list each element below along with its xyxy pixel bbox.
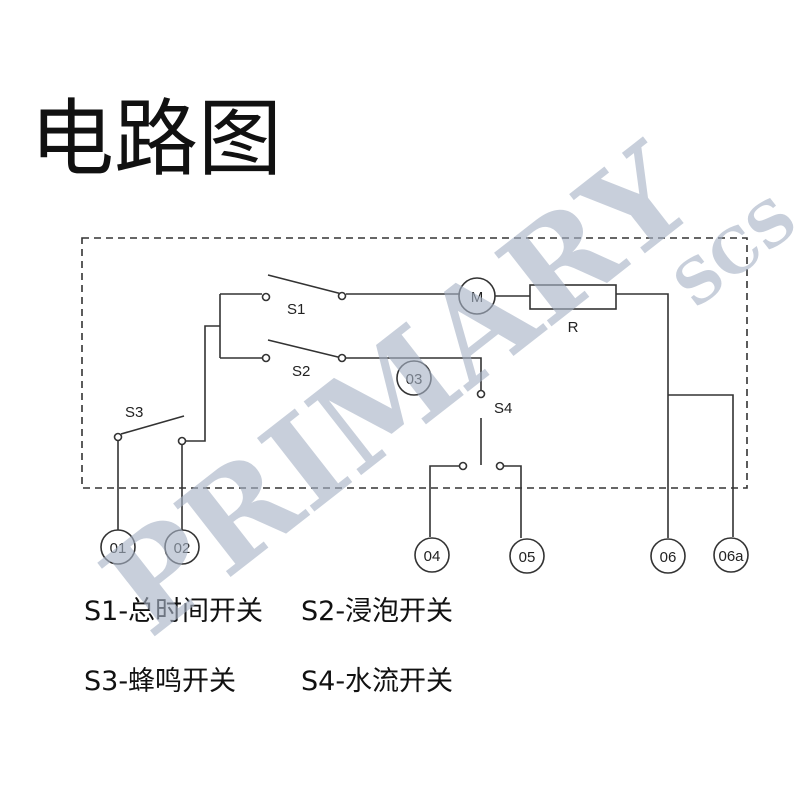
s2-contact-left	[261, 353, 271, 363]
terminal-06-label: 06	[660, 549, 677, 566]
s4-label: S4	[494, 400, 512, 417]
wires	[117, 293, 734, 538]
terminal-03-label: 03	[406, 371, 423, 388]
s2-contact-right	[337, 353, 347, 363]
legend-s4: S4-水流开关	[301, 666, 453, 697]
terminal-02-label: 02	[174, 540, 191, 557]
terminal-01-label: 01	[110, 540, 127, 557]
motor-label: M	[471, 289, 484, 306]
s4-contact-right	[495, 461, 505, 471]
s1-switch-blade	[267, 274, 343, 295]
s3-contact-left	[113, 432, 123, 442]
enclosure-boundary	[81, 237, 748, 489]
legend-s2: S2-浸泡开关	[301, 596, 453, 627]
terminal-04-label: 04	[424, 548, 441, 565]
legend-s1: S1-总时间开关	[84, 596, 263, 627]
s4-contact-left	[458, 461, 468, 471]
terminal-04	[414, 537, 450, 573]
terminal-02	[164, 529, 200, 565]
page-title: 电路图	[30, 90, 282, 188]
terminal-01	[100, 529, 136, 565]
s3-contact-right	[177, 436, 187, 446]
s1-contact-right	[337, 291, 347, 301]
motor-symbol	[458, 277, 496, 315]
resistor-label: R	[568, 319, 579, 336]
s1-contact-left	[261, 292, 271, 302]
watermark: PRIMARY SCS	[77, 116, 800, 665]
terminal-06a	[713, 537, 749, 573]
s3-switch-blade	[120, 415, 185, 435]
s2-switch-blade	[267, 339, 343, 359]
legend-s3: S3-蜂鸣开关	[84, 666, 236, 697]
s4-contact-top	[476, 389, 486, 399]
terminal-06a-label: 06a	[718, 548, 744, 565]
terminal-05-label: 05	[519, 549, 536, 566]
terminal-06	[650, 538, 686, 574]
watermark-main: PRIMARY	[77, 116, 720, 665]
terminal-05	[509, 538, 545, 574]
resistor-symbol	[529, 284, 617, 310]
s1-label: S1	[287, 301, 305, 318]
s3-label: S3	[125, 404, 143, 421]
s2-label: S2	[292, 363, 310, 380]
terminal-03	[396, 360, 432, 396]
